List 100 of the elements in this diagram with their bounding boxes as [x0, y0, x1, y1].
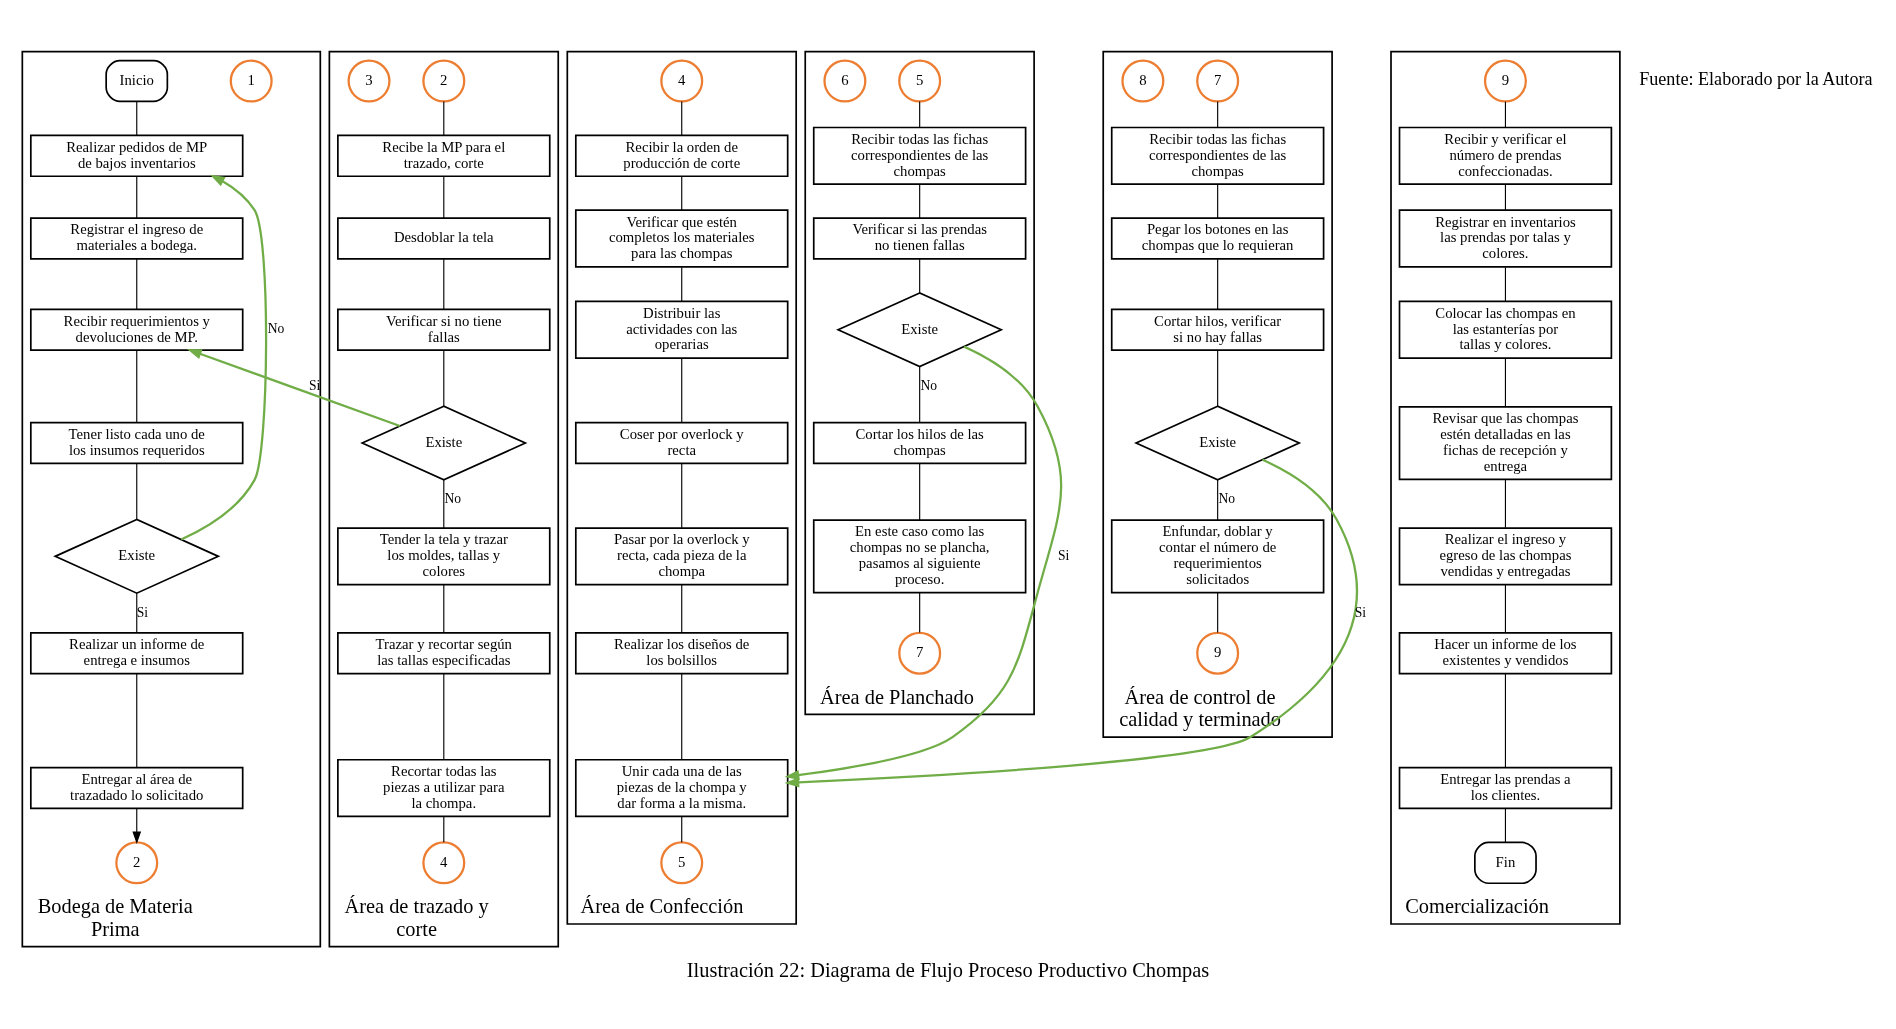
- edge-label: Si: [308, 377, 321, 393]
- connector: [681, 815, 683, 843]
- connector: [919, 257, 921, 293]
- node-box: Recibir requerimientos y devoluciones de MP.: [29, 308, 244, 351]
- node-box: Recibir y verificar el número de prendas confeccionadas.: [1398, 126, 1613, 185]
- connector: [1504, 807, 1506, 843]
- node-box: Tener listo cada uno de los insumos requeridos: [29, 421, 244, 464]
- caption: Ilustración 22: Diagrama de Flujo Proceso Productivo Chompas: [686, 958, 1210, 981]
- edge-label: Si: [136, 604, 149, 620]
- connector: [681, 100, 683, 136]
- node-box: En este caso como las chompas no se plancha, pasamos al siguiente proceso.: [812, 518, 1027, 593]
- node-box: Realizar los diseños de los bolsillos: [574, 631, 789, 674]
- node-box: Pasar por la overlock y recta, cada pieza de la chompa: [574, 526, 789, 586]
- node-box: Cortar los hilos de las chompas: [812, 421, 1027, 464]
- edge-label: Si: [1057, 547, 1070, 563]
- connector: [681, 672, 683, 760]
- label: Fuente: Elaborado por la Autora: [1639, 68, 1873, 89]
- node-box: Realizar un informe de entrega e insumos: [29, 631, 244, 674]
- arrow: [784, 458, 1358, 787]
- connector: [136, 592, 138, 633]
- node-box: Verificar si las prendas no tienen fallas: [812, 216, 1027, 260]
- node-circle: 1: [229, 59, 273, 103]
- node-box: Recortar todas las piezas a utilizar para la chompa.: [337, 758, 551, 817]
- connector: [443, 583, 445, 633]
- node-box: Verificar que estén completos los materiales para las chompas: [574, 208, 789, 268]
- connector: [919, 100, 921, 128]
- arrow: [187, 348, 401, 427]
- node-box: Desdoblar la tela: [337, 216, 551, 260]
- node-box: Pegar los botones en las chompas que lo requieran: [1110, 216, 1325, 260]
- node-diamond: Existe: [836, 291, 1004, 367]
- node-circle: 7: [898, 631, 942, 675]
- node-box: Cortar hilos, verificar si no hay fallas: [1110, 308, 1325, 351]
- connector: [681, 357, 683, 423]
- node-circle: 2: [115, 840, 159, 884]
- connector: [1504, 100, 1506, 128]
- connector: [136, 462, 138, 520]
- node-box: Entregar las prendas a los clientes.: [1398, 766, 1613, 809]
- node-circle: 6: [823, 59, 867, 103]
- node-circle: 3: [347, 59, 391, 103]
- connector: [1217, 257, 1219, 310]
- connector: [443, 100, 445, 136]
- node-circle: 7: [1196, 59, 1240, 103]
- node-box: Verificar si no tiene fallas: [337, 308, 551, 351]
- edge-label: No: [920, 377, 938, 393]
- node-box: Recibir todas las fichas correspondientes de las chompas: [812, 126, 1027, 185]
- node-box: Revisar que las chompas estén detalladas en las fichas de recepción y entrega: [1398, 405, 1613, 480]
- edge-label: No: [267, 320, 285, 336]
- node-box: Hacer un informe de los existentes y vendidos: [1398, 631, 1613, 674]
- node-diamond: Existe: [1134, 404, 1302, 481]
- connector: [919, 462, 921, 521]
- connector: [443, 175, 445, 219]
- node-box: Registrar el ingreso de materiales a bodega.: [29, 216, 244, 260]
- connector: [443, 672, 445, 760]
- node-box: Fin: [1474, 841, 1537, 884]
- edge-label: Si: [1354, 604, 1367, 620]
- node-box: Realizar el ingreso y egreso de las chompas vendidas y entregadas: [1398, 526, 1613, 586]
- connector: [136, 672, 138, 768]
- connector: [443, 478, 445, 529]
- connector: [681, 175, 683, 211]
- connector: [1504, 583, 1506, 633]
- node-box: Tender la tela y trazar los moldes, tallas y colores: [337, 526, 551, 586]
- connector: [1217, 478, 1219, 520]
- connector: [681, 583, 683, 633]
- connector: [136, 175, 138, 219]
- connector: [136, 100, 138, 136]
- edge-label: No: [1218, 490, 1236, 506]
- node-box: Distribuir las actividades con las operarias: [574, 300, 789, 359]
- node-box: Enfundar, doblar y contar el número de requerimientos solicitados: [1110, 518, 1325, 593]
- connector: [681, 266, 683, 302]
- node-diamond: Existe: [53, 518, 221, 594]
- connector: [1504, 357, 1506, 407]
- node-circle: 4: [422, 840, 466, 884]
- node-box: Trazar y recortar según las tallas especificadas: [337, 631, 551, 674]
- connector: [1217, 591, 1219, 633]
- connector: [919, 365, 921, 423]
- node-circle: 5: [898, 59, 942, 103]
- arrow: [784, 345, 1063, 780]
- connector: [443, 815, 445, 843]
- node-box: Realizar pedidos de MP de bajos inventarios: [29, 134, 244, 177]
- node-circle: 2: [422, 59, 466, 103]
- node-circle: 9: [1483, 59, 1527, 103]
- node-box: Unir cada una de las piezas de la chompa y dar forma a la misma.: [574, 758, 789, 817]
- node-circle: 8: [1121, 59, 1165, 103]
- arrow: [132, 807, 142, 844]
- connector: [136, 257, 138, 310]
- edge-label: No: [444, 490, 462, 506]
- node-circle: 5: [660, 840, 704, 884]
- connector: [1504, 266, 1506, 302]
- connector: [1504, 183, 1506, 211]
- node-box: Registrar en inventarios las prendas por talas y colores.: [1398, 208, 1613, 268]
- arrow: [180, 174, 268, 541]
- connector: [443, 349, 445, 407]
- node-box: Recibe la MP para el trazado, corte: [337, 134, 551, 177]
- node-box: Inicio: [105, 59, 169, 102]
- connector: [1217, 349, 1219, 407]
- node-box: Recibir la orden de producción de corte: [574, 134, 789, 177]
- connector: [1217, 100, 1219, 128]
- node-box: Recibir todas las fichas correspondientes de las chompas: [1110, 126, 1325, 185]
- connector: [1217, 183, 1219, 219]
- node-box: Entregar al área de trazadado lo solicitado: [29, 766, 244, 809]
